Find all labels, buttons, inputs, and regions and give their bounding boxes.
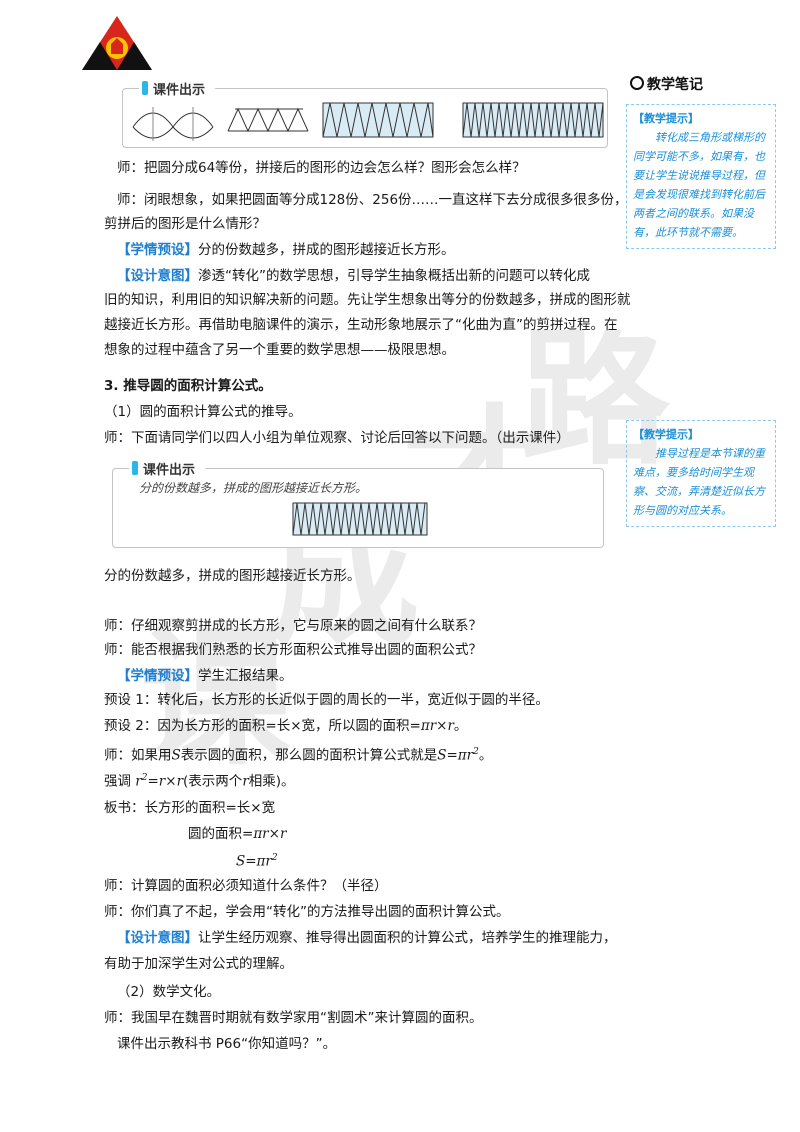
text-span: 强调: [104, 773, 131, 790]
subsection-title: （1）圆的面积计算公式的推导。: [104, 404, 302, 420]
section-title: 3. 推导圆的面积计算公式。: [104, 378, 272, 394]
formula: =r×r: [147, 773, 184, 790]
preset-tag: 【学情预设】: [117, 668, 198, 684]
text-line: 师：仔细观察剪拼成的长方形，它与原来的圆之间有什么联系？: [104, 618, 482, 634]
superscript: 2: [473, 747, 479, 757]
board-line: 圆的面积=πr×r: [188, 824, 286, 844]
preset-text: 学生汇报结果。: [198, 668, 293, 684]
preset-tag: 【学情预设】: [117, 242, 198, 258]
text-span: 。: [478, 747, 493, 764]
text-span: (表示两个: [183, 773, 243, 790]
board-line: 板书：长方形的面积=长×宽: [104, 800, 276, 816]
text-line: 师：把圆分成64等份，拼接后的图形的边会怎么样？图形会怎么样？: [117, 160, 526, 176]
circle-cut-figures-icon: [132, 102, 604, 141]
superscript: 2: [141, 773, 148, 783]
text-line: 剪拼后的图形是什么情形？: [104, 216, 266, 232]
text-line: 师：能否根据我们熟悉的长方形面积公式推导出圆的面积公式？: [104, 642, 482, 658]
subsection-title: （2）数学文化。: [117, 984, 221, 1000]
handwriting-text: 分的份数越多，拼成的图形越接近长方形。: [139, 481, 368, 495]
intent-line: 想象的过程中蕴含了另一个重要的数学思想——极限思想。: [104, 342, 455, 358]
sidebar-title: 教学笔记: [630, 74, 703, 94]
intent-line: 越接近长方形。再借助电脑课件的演示，生动形象地展示了“化曲为直”的剪拼过程。在: [104, 317, 618, 333]
intent-tag: 【设计意图】: [117, 930, 198, 946]
formula: πr×r: [420, 718, 454, 734]
formula: r: [242, 773, 249, 790]
tip-body: 转化成三角形或梯形的同学可能不多，如果有，也要让学生说说推导过程，但是会发现很难…: [633, 131, 765, 239]
rectangle-strips-icon: [292, 502, 428, 536]
text-line: 师：计算圆的面积必须知道什么条件？（半径）: [104, 878, 388, 894]
tip-body: 推导过程是本节课的重难点，要多给时间学生观察、交流，弄清楚近似长方形与圆的对应关…: [633, 447, 765, 517]
intent-tag: 【设计意图】: [117, 268, 198, 284]
text-line: 预设 2：因为长方形的面积=长×宽，所以圆的面积=πr×r。: [104, 716, 467, 736]
intent-line: 【设计意图】让学生经历观察、推导得出圆面积的计算公式，培养学生的推理能力，: [104, 928, 617, 948]
intent-line: 旧的知识，利用旧的知识解决新的问题。先让学生想象出等分的份数越多，拼成的图形就: [104, 292, 631, 308]
text-span: 相乘)。: [248, 773, 295, 790]
text-span: 师：如果用: [104, 747, 172, 764]
courseware-tab: 课件出示: [129, 459, 206, 478]
formula: S: [171, 747, 181, 764]
intent-line: 有助于加深学生对公式的理解。: [104, 956, 293, 972]
text-span: 预设 2：因为长方形的面积=长×宽，所以圆的面积=: [104, 718, 421, 734]
text-line: 师：下面请同学们以四人小组为单位观察、讨论后回答以下问题。（出示课件）: [104, 430, 570, 446]
formula: S=πr: [437, 747, 474, 764]
text-span: 表示圆的面积，那么圆的面积计算公式就是: [180, 747, 438, 764]
text-line: 师：如果用S表示圆的面积，那么圆的面积计算公式就是S=πr2。: [104, 742, 492, 766]
courseware-box-1: 课件出示: [122, 79, 608, 148]
preset-line: 【学情预设】学生汇报结果。: [104, 666, 293, 686]
text-line: 强调 r2=r×r(表示两个r相乘)。: [104, 768, 295, 792]
text-span: 圆的面积=: [188, 826, 254, 842]
preset-text: 分的份数越多，拼成的图形越接近长方形。: [198, 242, 455, 258]
teaching-tip-box: 【教学提示】 转化成三角形或梯形的同学可能不多，如果有，也要让学生说说推导过程，…: [626, 104, 776, 249]
text-line: 师：我国早在魏晋时期就有数学家用“割圆术”来计算圆的面积。: [104, 1010, 483, 1026]
sidebar-title-text: 教学笔记: [647, 77, 703, 93]
board-line: S=πr2: [236, 848, 278, 872]
intent-text: 渗透“转化”的数学思想，引导学生抽象概括出新的问题可以转化成: [198, 268, 590, 284]
text-line: 分的份数越多，拼成的图形越接近长方形。: [104, 568, 361, 584]
intent-text: 让学生经历观察、推导得出圆面积的计算公式，培养学生的推理能力，: [198, 930, 617, 946]
formula: πr×r: [253, 826, 287, 842]
text-line: 课件出示教科书 P66“你知道吗？”。: [117, 1036, 337, 1052]
intent-line: 【设计意图】渗透“转化”的数学思想，引导学生抽象概括出新的问题可以转化成: [104, 266, 590, 286]
formula: S=πr: [236, 853, 272, 870]
text-line: 预设 1：转化后，长方形的长近似于圆的周长的一半，宽近似于圆的半径。: [104, 692, 549, 708]
text-line: 师：你们真了不起，学会用“转化”的方法推导出圆的面积计算公式。: [104, 904, 510, 920]
superscript: 2: [271, 853, 278, 863]
formula: r: [135, 773, 142, 790]
publisher-logo-icon: [82, 16, 152, 70]
courseware-box-2: 课件出示 分的份数越多，拼成的图形越接近长方形。: [112, 459, 604, 548]
tip-head: 【教学提示】: [633, 428, 699, 441]
teaching-tip-box: 【教学提示】 推导过程是本节课的重难点，要多给时间学生观察、交流，弄清楚近似长方…: [626, 420, 776, 527]
ring-icon: [630, 76, 644, 90]
preset-line: 【学情预设】分的份数越多，拼成的图形越接近长方形。: [104, 240, 455, 260]
text-span: 。: [453, 718, 468, 734]
tip-head: 【教学提示】: [633, 112, 699, 125]
courseware-tab: 课件出示: [139, 79, 216, 98]
text-line: 师：闭眼想象，如果把圆面等分成128份、256份……一直这样下去分成很多很多份，: [117, 192, 628, 208]
